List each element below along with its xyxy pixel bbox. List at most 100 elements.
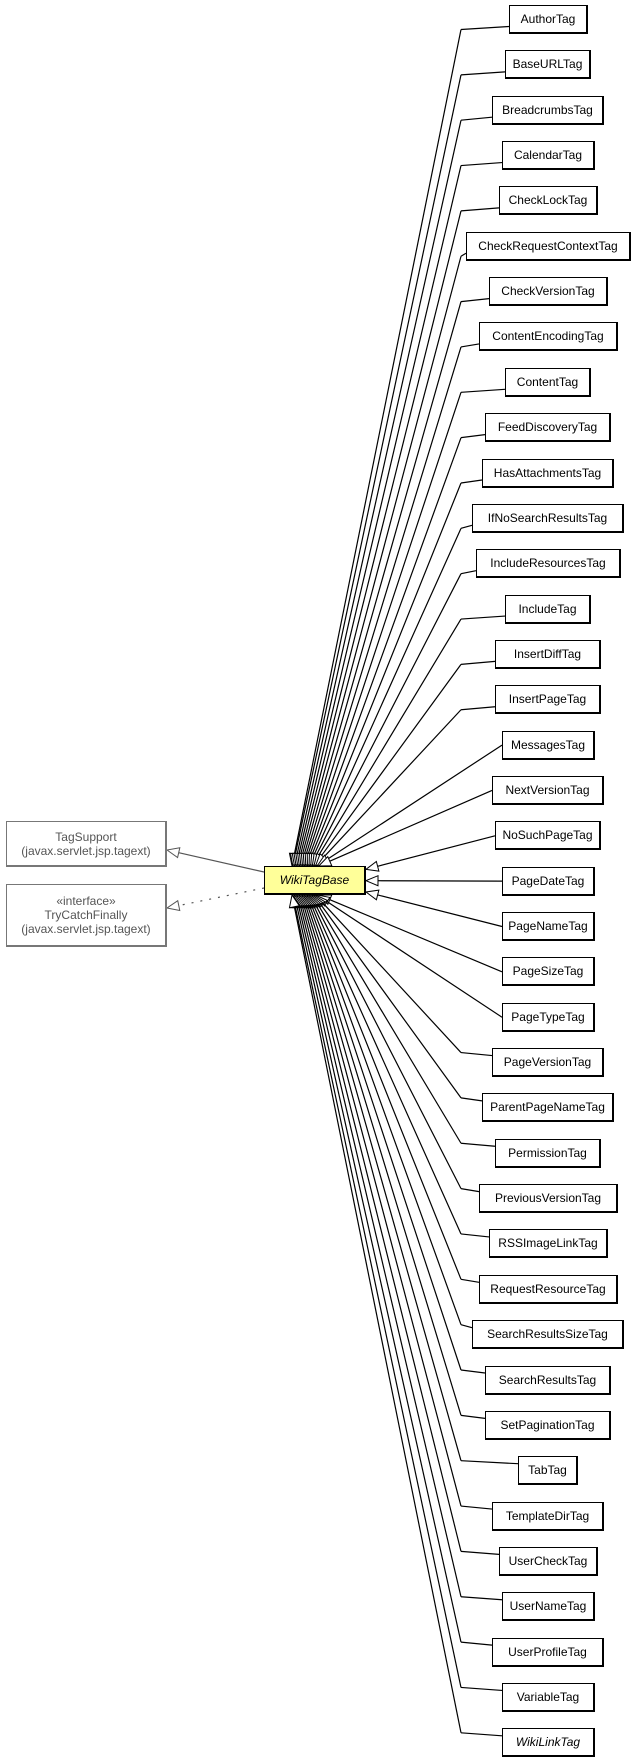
- class-name: IncludeTag: [518, 601, 577, 616]
- class-box-check-request-context-tag[interactable]: CheckRequestContextTag: [466, 231, 631, 261]
- class-box-tab-tag[interactable]: TabTag: [518, 1456, 578, 1486]
- class-box-no-such-page-tag[interactable]: NoSuchPageTag: [495, 821, 601, 851]
- class-name: PageNameTag: [508, 919, 588, 933]
- edge-segment: [460, 71, 506, 76]
- class-name: PageTypeTag: [511, 1009, 585, 1024]
- generalization-edge: [313, 528, 462, 856]
- generalization-edge: [320, 664, 462, 857]
- generalization-edge: [305, 906, 462, 1416]
- generalization-edge: [293, 906, 462, 1733]
- class-box-user-name-tag[interactable]: UserNameTag: [502, 1592, 595, 1622]
- class-name: NextVersionTag: [505, 782, 590, 797]
- generalization-edge: [298, 906, 462, 1597]
- class-box-if-no-search-results-tag[interactable]: IfNoSearchResultsTag: [472, 503, 624, 533]
- class-box-insert-page-tag[interactable]: InsertPageTag: [495, 685, 601, 715]
- class-box-next-version-tag[interactable]: NextVersionTag: [492, 775, 604, 805]
- class-box-variable-tag[interactable]: VariableTag: [502, 1682, 595, 1712]
- class-box-calendar-tag[interactable]: CalendarTag: [502, 141, 595, 171]
- class-name: IfNoSearchResultsTag: [487, 510, 608, 525]
- class-box-author-tag[interactable]: AuthorTag: [509, 5, 588, 34]
- class-box-base-url-tag[interactable]: BaseURLTag: [505, 50, 591, 80]
- class-name: CheckRequestContextTag: [478, 238, 618, 253]
- generalization-edge: [307, 906, 462, 1371]
- class-box-include-resources-tag[interactable]: IncludeResourcesTag: [476, 549, 621, 579]
- generalization-edge: [307, 392, 462, 855]
- generalization-edge: [315, 573, 462, 856]
- class-name: InsertDiffTag: [513, 646, 582, 661]
- class-box-search-results-size-tag[interactable]: SearchResultsSizeTag: [472, 1320, 624, 1350]
- class-name: FeedDiscoveryTag: [497, 420, 598, 435]
- class-box-user-check-tag[interactable]: UserCheckTag: [499, 1546, 598, 1576]
- generalization-edge: [309, 906, 462, 1325]
- class-box-include-tag[interactable]: IncludeTag: [505, 594, 591, 624]
- class-box-rss-image-link-tag[interactable]: RSSImageLinkTag: [489, 1229, 608, 1259]
- generalization-edge: [317, 618, 462, 857]
- generalization-edge: [298, 165, 462, 855]
- class-box-has-attachments-tag[interactable]: HasAttachmentsTag: [482, 458, 614, 488]
- class-box-content-encoding-tag[interactable]: ContentEncodingTag: [479, 322, 618, 352]
- class-box-tagsupport[interactable]: TagSupport (javax.servlet.jsp.tagext): [6, 821, 167, 867]
- class-box-request-resource-tag[interactable]: RequestResourceTag: [479, 1274, 618, 1304]
- class-box-search-results-tag[interactable]: SearchResultsTag: [485, 1365, 611, 1395]
- class-name: PreviousVersionTag: [494, 1191, 602, 1206]
- class-box-page-type-tag[interactable]: PageTypeTag: [502, 1002, 595, 1032]
- edge-segment: [460, 1278, 480, 1283]
- class-box-insert-diff-tag[interactable]: InsertDiffTag: [495, 639, 601, 669]
- generalization-edge: [323, 903, 462, 1053]
- class-name: PageDateTag: [511, 873, 585, 888]
- class-box-check-version-tag[interactable]: CheckVersionTag: [489, 277, 608, 307]
- package-name: (javax.servlet.jsp.tagext): [21, 922, 151, 936]
- class-name: ParentPageNameTag: [490, 1100, 605, 1115]
- generalization-edge: [329, 899, 503, 973]
- edge-segment: [460, 1641, 493, 1646]
- class-name: PermissionTag: [508, 1145, 587, 1160]
- class-name: CheckLockTag: [508, 193, 588, 208]
- class-name: NoSuchPageTag: [502, 828, 593, 843]
- class-box-feed-discovery-tag[interactable]: FeedDiscoveryTag: [485, 413, 611, 443]
- edge-segment: [460, 207, 500, 212]
- class-box-page-size-tag[interactable]: PageSizeTag: [502, 957, 595, 987]
- class-box-template-dir-tag[interactable]: TemplateDirTag: [492, 1501, 604, 1531]
- generalization-edge: [301, 256, 462, 855]
- class-name: PageSizeTag: [512, 964, 584, 979]
- class-box-breadcrumbs-tag[interactable]: BreadcrumbsTag: [492, 95, 604, 125]
- class-box-set-pagination-tag[interactable]: SetPaginationTag: [485, 1410, 611, 1440]
- class-box-check-lock-tag[interactable]: CheckLockTag: [499, 186, 598, 216]
- class-name: BreadcrumbsTag: [502, 102, 593, 117]
- class-name: SearchResultsTag: [498, 1372, 597, 1387]
- edge-segment: [460, 1596, 503, 1601]
- edge-segment: [460, 1233, 490, 1238]
- class-box-page-date-tag[interactable]: PageDateTag: [502, 866, 595, 896]
- class-box-content-tag[interactable]: ContentTag: [505, 367, 591, 397]
- class-name: TemplateDirTag: [505, 1508, 590, 1523]
- class-box-permission-tag[interactable]: PermissionTag: [495, 1138, 601, 1168]
- class-box-page-version-tag[interactable]: PageVersionTag: [492, 1048, 604, 1078]
- generalization-edge: [320, 904, 462, 1099]
- class-box-trycatchfinally[interactable]: «interface» TryCatchFinally (javax.servl…: [6, 884, 167, 947]
- generalization-edge: [315, 905, 462, 1189]
- class-name: HasAttachmentsTag: [493, 465, 602, 480]
- class-box-page-name-tag[interactable]: PageNameTag: [502, 912, 595, 941]
- generalization-edge: [296, 906, 462, 1643]
- interface-name: TryCatchFinally: [44, 908, 128, 922]
- class-box-wikitagbase[interactable]: WikiTagBase: [264, 866, 366, 895]
- class-name: RequestResourceTag: [490, 1281, 606, 1296]
- class-box-messages-tag[interactable]: MessagesTag: [502, 730, 595, 760]
- realization-arrowhead: [165, 899, 181, 912]
- class-name: WikiTagBase: [279, 873, 350, 887]
- class-box-wiki-link-tag[interactable]: WikiLinkTag: [502, 1728, 595, 1758]
- class-box-user-profile-tag[interactable]: UserProfileTag: [492, 1637, 604, 1667]
- generalization-edge: [309, 437, 462, 855]
- edge-segment: [460, 1097, 483, 1102]
- edge-segment: [460, 1369, 486, 1374]
- class-name: TagSupport: [55, 829, 117, 844]
- class-box-previous-version-tag[interactable]: PreviousVersionTag: [479, 1184, 618, 1214]
- extends-edge: [178, 852, 265, 873]
- class-name: ContentEncodingTag: [492, 329, 604, 344]
- edge-segment: [460, 1051, 493, 1057]
- generalization-edge: [300, 210, 462, 855]
- edge-segment: [460, 1732, 503, 1737]
- class-box-parent-page-name-tag[interactable]: ParentPageNameTag: [482, 1093, 614, 1123]
